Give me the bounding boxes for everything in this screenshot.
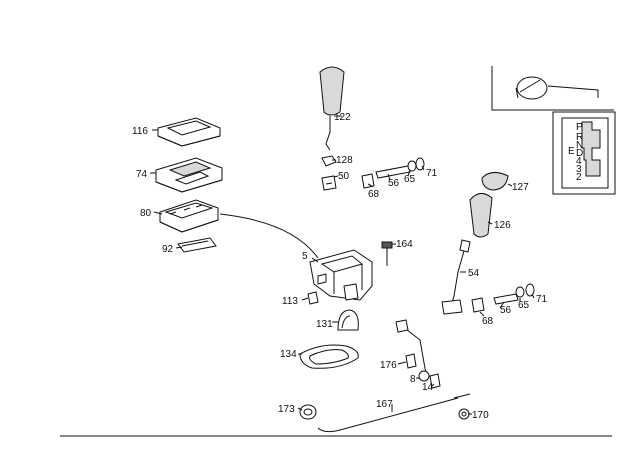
gate-label-d: D xyxy=(576,148,583,159)
callout-74: 74 xyxy=(136,169,148,180)
gate-label-e: E xyxy=(568,146,575,157)
upper-lever-hardware xyxy=(361,157,425,189)
callout-14: 14 xyxy=(422,382,434,393)
callout-56-lower: 56 xyxy=(500,305,512,316)
wire-80-to-housing xyxy=(219,213,319,259)
part-80-panel xyxy=(159,199,219,233)
callout-122: 122 xyxy=(334,112,351,123)
gate-label-4: 4 xyxy=(576,156,582,167)
callout-164: 164 xyxy=(396,239,413,250)
part-5-shifter-housing xyxy=(309,249,373,301)
part-127-knob xyxy=(481,172,509,191)
gate-label-3: 3 xyxy=(576,164,582,175)
callout-128: 128 xyxy=(336,155,353,166)
part-8-14-hardware xyxy=(418,370,441,389)
callout-8: 8 xyxy=(410,374,416,385)
callout-5: 5 xyxy=(302,251,308,262)
part-116-trim-frame xyxy=(157,117,221,147)
part-92-pad xyxy=(177,237,217,253)
callout-65-lower: 65 xyxy=(518,300,530,311)
part-50-bushing xyxy=(321,175,337,191)
part-131-boot xyxy=(337,309,359,331)
part-164-bolt xyxy=(381,241,393,266)
part-54-lever-rod xyxy=(441,239,471,315)
gate-label-2: 2 xyxy=(576,172,582,183)
steering-inset xyxy=(491,66,614,111)
callout-71-lower: 71 xyxy=(536,294,548,305)
gate-label-r: R xyxy=(576,132,583,143)
callout-116: 116 xyxy=(132,126,148,137)
part-74-cover xyxy=(155,157,223,193)
callout-167: 167 xyxy=(376,399,393,410)
part-173-grommet xyxy=(299,404,317,420)
callout-80: 80 xyxy=(140,208,152,219)
callout-170: 170 xyxy=(472,410,489,421)
callout-68-lower: 68 xyxy=(482,316,494,327)
callout-173: 173 xyxy=(278,404,295,415)
callout-113: 113 xyxy=(282,296,298,307)
part-126-knob xyxy=(469,193,493,238)
gate-label-n: N xyxy=(576,140,583,151)
callout-65-upper: 65 xyxy=(404,174,416,185)
leader-lines xyxy=(150,115,535,415)
part-113-clip xyxy=(307,291,319,305)
callout-176: 176 xyxy=(380,360,397,371)
lower-lever-hardware xyxy=(471,283,535,313)
callout-92: 92 xyxy=(162,244,174,255)
gate-label-p: P xyxy=(576,122,583,133)
callout-54: 54 xyxy=(468,268,480,279)
part-134-gasket xyxy=(299,344,359,369)
callout-131: 131 xyxy=(316,319,333,330)
callout-50: 50 xyxy=(338,171,350,182)
callout-71-upper: 71 xyxy=(426,168,438,179)
part-128-nut xyxy=(321,155,337,167)
callout-127: 127 xyxy=(512,182,529,193)
part-167-cable xyxy=(317,393,471,433)
callout-68-upper: 68 xyxy=(368,189,380,200)
gate-diagram-inset: P R N D 4 3 2 E xyxy=(552,111,616,195)
callout-126: 126 xyxy=(494,220,511,231)
callout-134: 134 xyxy=(280,349,297,360)
part-122-shift-lever xyxy=(319,66,345,151)
part-176-linkage xyxy=(395,319,427,375)
part-170-nut xyxy=(458,408,470,420)
callout-56-upper: 56 xyxy=(388,178,400,189)
